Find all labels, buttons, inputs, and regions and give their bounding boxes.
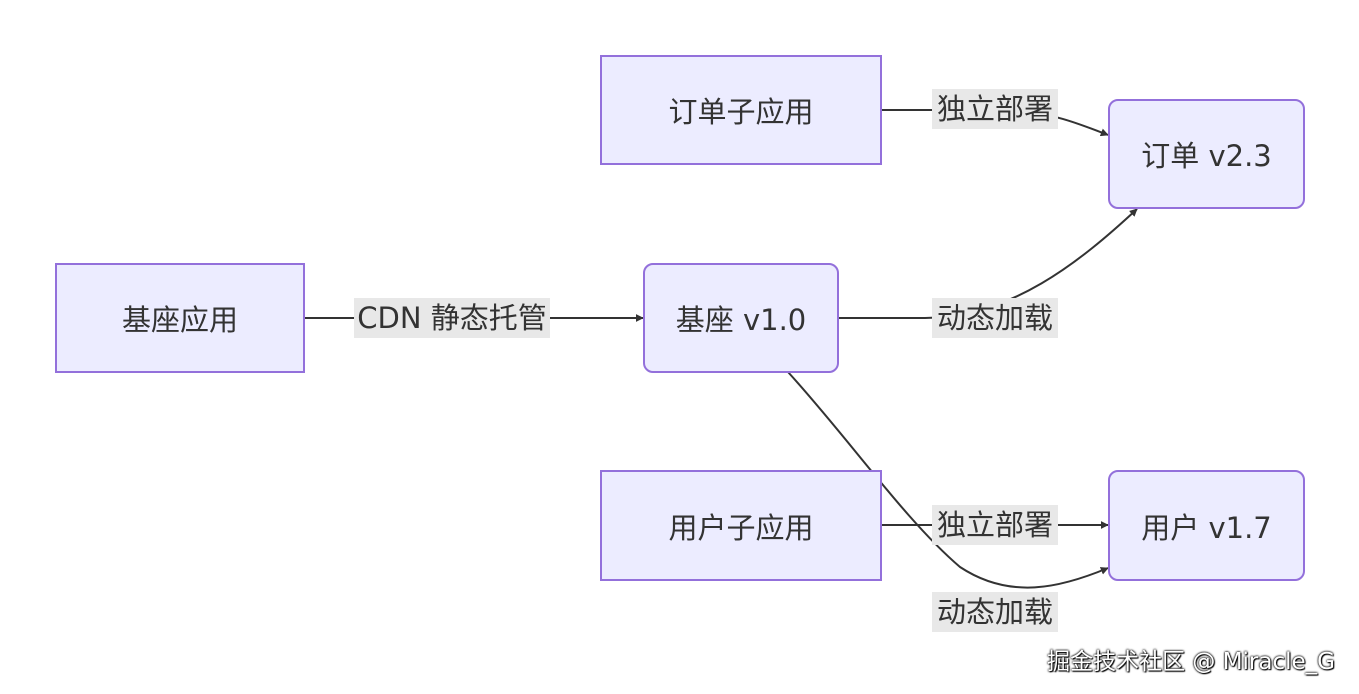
- edge-label-cdn-hosting: CDN 静态托管: [354, 298, 550, 338]
- node-user-subapp-label: 用户子应用: [668, 510, 814, 545]
- edge-label-order-deploy: 独立部署: [932, 89, 1058, 129]
- edge-label-dynamic-load-user: 动态加载: [932, 592, 1058, 632]
- node-base-version-label: 基座 v1.0: [675, 303, 807, 337]
- node-base-app-label: 基座应用: [121, 303, 238, 337]
- edge-label-dynamic-load-order: 动态加载: [932, 298, 1058, 338]
- edge-label-user-deploy: 独立部署: [932, 505, 1058, 545]
- node-order-version-label: 订单 v2.3: [1141, 139, 1272, 173]
- node-user-subapp[interactable]: 用户子应用: [600, 470, 882, 581]
- node-order-subapp-label: 订单子应用: [668, 95, 814, 129]
- node-user-version[interactable]: 用户 v1.7: [1108, 470, 1305, 581]
- node-order-subapp[interactable]: 订单子应用: [600, 55, 882, 165]
- node-order-version[interactable]: 订单 v2.3: [1108, 99, 1305, 209]
- edge-base-to-user: [787, 371, 1109, 589]
- node-base-app[interactable]: 基座应用: [55, 263, 305, 373]
- watermark-text: 掘金技术社区 @ Miracle_G: [1047, 649, 1335, 675]
- node-user-version-label: 用户 v1.7: [1141, 510, 1272, 545]
- node-base-version[interactable]: 基座 v1.0: [643, 263, 839, 373]
